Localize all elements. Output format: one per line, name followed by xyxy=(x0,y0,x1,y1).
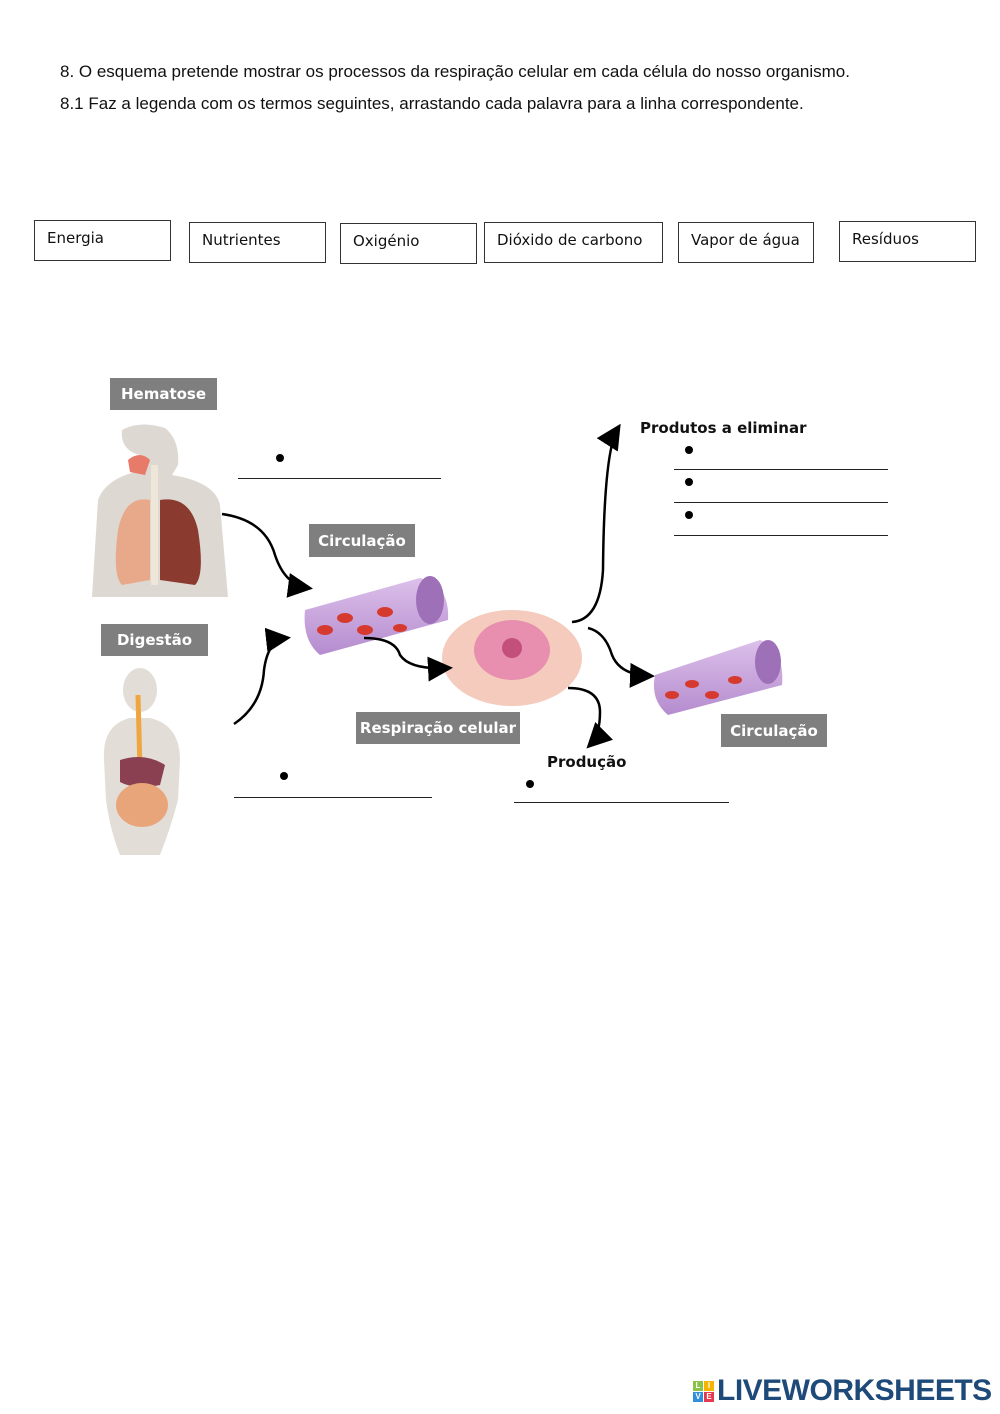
arrow-cell-to-circulation xyxy=(587,626,655,688)
respiration-diagram xyxy=(92,423,783,855)
word-energia[interactable]: Energia xyxy=(34,220,171,261)
label-produtos-a-eliminar: Produtos a eliminar xyxy=(640,419,807,437)
label-digestao: Digestão xyxy=(101,624,208,656)
answer-line-producao[interactable] xyxy=(514,802,729,803)
cell-illustration xyxy=(442,610,582,706)
logo-cube-icon: L I V E xyxy=(693,1380,714,1402)
bullet-icon xyxy=(685,478,693,486)
digestive-system-illustration xyxy=(103,668,180,855)
logo-cube-v: V xyxy=(693,1391,703,1402)
word-oxigenio[interactable]: Oxigénio xyxy=(340,223,477,264)
logo-cube-e: E xyxy=(704,1391,714,1402)
liveworksheets-logo: L I V E LIVEWORKSHEETS xyxy=(693,1374,992,1408)
bullet-icon xyxy=(685,446,693,454)
blood-vessel-illustration xyxy=(304,576,449,655)
blood-vessel-illustration-2 xyxy=(653,640,783,715)
word-dioxido-de-carbono[interactable]: Dióxido de carbono xyxy=(484,222,663,263)
answer-line-produto-3[interactable] xyxy=(674,535,888,536)
bullet-icon xyxy=(276,454,284,462)
logo-cube-i: I xyxy=(704,1380,714,1391)
word-residuos[interactable]: Resíduos xyxy=(839,221,976,262)
answer-line-produto-1[interactable] xyxy=(674,469,888,470)
arrow-circulation-to-cell xyxy=(363,636,453,682)
arrow-cell-to-production xyxy=(567,686,613,749)
label-producao: Produção xyxy=(547,753,627,771)
bullet-icon xyxy=(280,772,288,780)
question-8-1-text: 8.1 Faz a legenda com os termos seguinte… xyxy=(60,94,804,113)
label-circulacao-1: Circulação xyxy=(309,524,415,557)
arrow-digestion-to-circulation xyxy=(233,627,291,726)
logo-cube-l: L xyxy=(693,1380,703,1391)
arrow-cell-to-products xyxy=(571,423,621,624)
label-hematose: Hematose xyxy=(110,378,217,410)
label-circulacao-2: Circulação xyxy=(721,714,827,747)
logo-text: LIVEWORKSHEETS xyxy=(717,1374,992,1407)
answer-line-digestao[interactable] xyxy=(234,797,432,798)
answer-line-produto-2[interactable] xyxy=(674,502,888,503)
label-respiracao-celular: Respiração celular xyxy=(356,712,520,744)
word-vapor-de-agua[interactable]: Vapor de água xyxy=(678,222,814,263)
answer-line-hematose[interactable] xyxy=(238,478,441,479)
word-nutrientes[interactable]: Nutrientes xyxy=(189,222,326,263)
bullet-icon xyxy=(526,780,534,788)
question-8-text: 8. O esquema pretende mostrar os process… xyxy=(60,62,850,81)
respiratory-system-illustration xyxy=(92,424,228,597)
bullet-icon xyxy=(685,511,693,519)
arrow-hematose-to-circulation xyxy=(221,512,313,598)
